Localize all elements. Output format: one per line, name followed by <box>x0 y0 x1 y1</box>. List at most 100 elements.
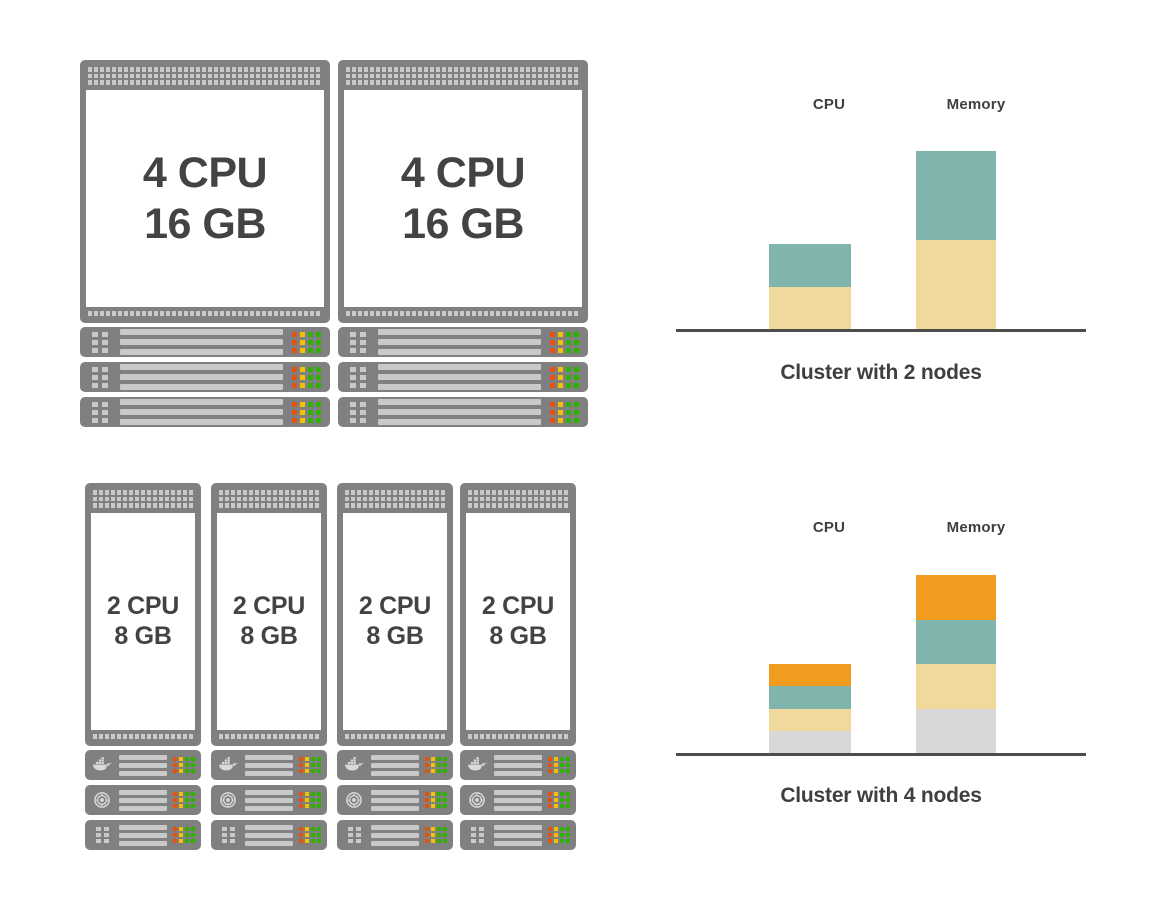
status-led-grid <box>299 792 321 808</box>
node-chassis[interactable]: 2 CPU 8 GB <box>337 483 453 746</box>
status-led-grid <box>292 331 321 353</box>
vent-cell <box>147 496 151 502</box>
vent-cell <box>166 73 170 79</box>
status-led <box>311 792 315 796</box>
dot-grid-icon <box>343 823 365 847</box>
vent-cell <box>352 80 356 85</box>
server-1u[interactable] <box>338 362 588 392</box>
vent-row <box>219 496 319 502</box>
vent-cell <box>544 311 548 316</box>
vent-cell <box>273 496 277 502</box>
node-chassis[interactable]: 4 CPU 16 GB <box>80 60 330 323</box>
server-1u[interactable] <box>80 397 330 427</box>
vent-cell <box>381 503 385 508</box>
vent-cell <box>441 490 445 495</box>
vent-cell <box>363 503 367 508</box>
vent-cell <box>315 490 319 495</box>
chart-bar-memory[interactable] <box>916 575 996 753</box>
vent-cell <box>492 490 496 495</box>
vent-cell <box>534 734 538 739</box>
vent-cell <box>498 496 502 502</box>
server-1u[interactable] <box>80 362 330 392</box>
chassis-vent-top <box>465 488 571 510</box>
server-1u-docker[interactable] <box>211 750 327 780</box>
server-1u-kubernetes[interactable] <box>337 785 453 815</box>
server-1u-docker[interactable] <box>337 750 453 780</box>
chart-bar-cpu[interactable] <box>769 664 851 753</box>
vent-cell <box>412 67 416 72</box>
vent-cell <box>219 503 223 508</box>
status-led <box>179 769 183 773</box>
status-led <box>558 374 563 380</box>
chart-bar-cpu[interactable] <box>769 244 851 329</box>
server-1u[interactable] <box>337 820 453 850</box>
node-chassis[interactable]: 2 CPU 8 GB <box>460 483 576 746</box>
status-led <box>548 757 552 761</box>
status-led-grid <box>550 331 579 353</box>
node-chassis[interactable]: 2 CPU 8 GB <box>85 483 201 746</box>
chassis-vent-top <box>216 488 322 510</box>
vent-cell <box>106 311 110 316</box>
node-face: 2 CPU 8 GB <box>217 513 321 730</box>
vent-cell <box>94 73 98 79</box>
vent-cell <box>546 496 550 502</box>
vent-cell <box>297 496 301 502</box>
vent-cell <box>345 490 349 495</box>
vent-cell <box>532 73 536 79</box>
server-1u[interactable] <box>211 820 327 850</box>
status-led <box>566 804 570 808</box>
server-1u[interactable] <box>460 820 576 850</box>
vent-cell <box>291 490 295 495</box>
server-1u-kubernetes[interactable] <box>211 785 327 815</box>
status-led <box>566 792 570 796</box>
vent-cell <box>243 496 247 502</box>
vent-cell <box>243 503 247 508</box>
vent-cell <box>100 311 104 316</box>
server-bars <box>119 754 167 776</box>
kubernetes-helm-icon <box>91 788 113 812</box>
server-1u[interactable] <box>338 397 588 427</box>
vent-cell <box>564 503 568 508</box>
dot-grid-icon <box>466 823 488 847</box>
vent-cell <box>178 311 182 316</box>
vent-cell <box>436 80 440 85</box>
vent-cell <box>510 734 514 739</box>
server-1u-docker[interactable] <box>85 750 201 780</box>
server-1u[interactable] <box>85 820 201 850</box>
vent-cell <box>226 67 230 72</box>
vent-cell <box>364 311 368 316</box>
server-1u[interactable] <box>338 327 588 357</box>
vent-cell <box>448 80 452 85</box>
server-1u-kubernetes[interactable] <box>460 785 576 815</box>
vent-row <box>93 503 193 508</box>
chart-segment <box>916 151 996 240</box>
chart-bar-memory[interactable] <box>916 151 996 329</box>
node-chassis[interactable]: 4 CPU 16 GB <box>338 60 588 323</box>
status-led <box>191 763 195 767</box>
vent-cell <box>346 73 350 79</box>
status-led <box>308 409 313 415</box>
server-1u-docker[interactable] <box>460 750 576 780</box>
vent-cell <box>562 73 566 79</box>
vent-row <box>88 67 322 72</box>
vent-cell <box>310 80 314 85</box>
vent-cell <box>154 73 158 79</box>
status-led <box>554 763 558 767</box>
vent-cell <box>160 67 164 72</box>
vent-cell <box>504 490 508 495</box>
vent-cell <box>496 67 500 72</box>
vent-cell <box>522 496 526 502</box>
vent-cell <box>267 496 271 502</box>
vent-cell <box>504 503 508 508</box>
node-chassis[interactable]: 2 CPU 8 GB <box>211 483 327 746</box>
server-1u-kubernetes[interactable] <box>85 785 201 815</box>
vent-cell <box>280 73 284 79</box>
vent-cell <box>171 734 175 739</box>
vent-cell <box>129 490 133 495</box>
vent-cell <box>309 734 313 739</box>
vent-cell <box>376 67 380 72</box>
status-led-grid <box>548 792 570 808</box>
vent-cell <box>219 734 223 739</box>
server-1u[interactable] <box>80 327 330 357</box>
status-led <box>308 401 313 407</box>
